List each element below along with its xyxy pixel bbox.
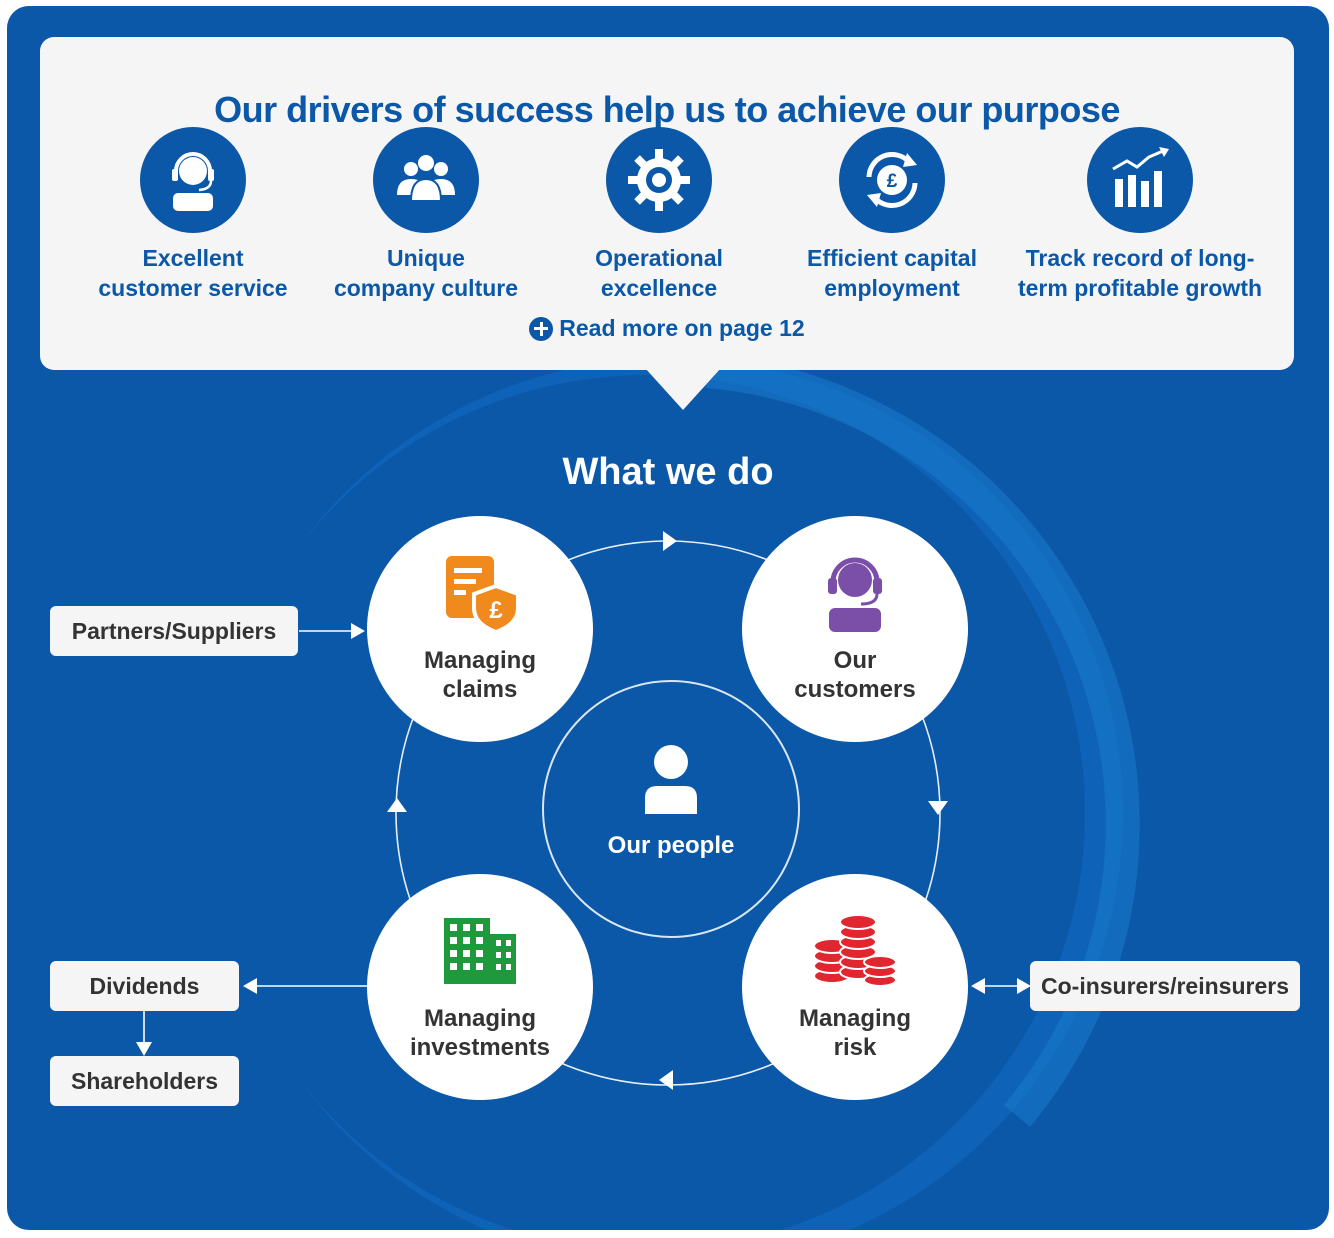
plus-circle-icon (529, 316, 554, 341)
read-more-link[interactable]: Read more on page 12 (40, 315, 1294, 347)
node-managing-investments: Managing investments (367, 874, 593, 1100)
partners-suppliers-box: Partners/Suppliers (50, 606, 298, 656)
driver-label: Excellent customer service (98, 245, 288, 301)
what-we-do-title: What we do (562, 451, 774, 493)
coinsurers-reinsurers-box: Co-insurers/reinsurers (1030, 961, 1300, 1011)
shareholders-arrow (136, 1042, 152, 1056)
flow-arrow-top (663, 531, 677, 551)
headset-agent-icon (140, 127, 246, 233)
driver-label: Operational excellence (595, 245, 723, 301)
driver-operational-excellence: Operational excellence (529, 127, 789, 303)
coin-stacks-icon (813, 914, 897, 987)
driver-customer-service: Excellent customer service (63, 127, 323, 303)
node-label: Managing investments (409, 1005, 551, 1061)
flow-arrow-right (928, 801, 948, 815)
dividends-box: Dividends (50, 961, 239, 1011)
partners-arrow (351, 623, 365, 639)
office-buildings-icon (444, 918, 516, 984)
flow-arrow-bottom (659, 1070, 673, 1090)
coinsurers-arrow-left (971, 978, 985, 994)
node-managing-risk: Managing risk (742, 874, 968, 1100)
gear-icon (606, 127, 712, 233)
drivers-card-pointer (645, 368, 721, 410)
coinsurers-arrow-right (1017, 978, 1031, 994)
flow-arrow-left (387, 798, 407, 812)
person-icon (645, 745, 697, 814)
dividends-arrow (243, 978, 257, 994)
node-label: Managing risk (799, 1005, 911, 1061)
drivers-title: Our drivers of success help us to achiev… (214, 89, 1120, 130)
driver-profitable-growth: Track record of long- term profitable gr… (1010, 127, 1270, 303)
our-people-center: Our people (542, 680, 800, 938)
svg-text:£: £ (489, 597, 503, 624)
customer-headset-icon (828, 557, 882, 632)
node-managing-claims: £ Managing claims (367, 516, 593, 742)
growth-chart-icon (1087, 127, 1193, 233)
driver-company-culture: Unique company culture (296, 127, 556, 303)
driver-capital-employment: £ Efficient capital employment (762, 127, 1022, 303)
drivers-card: Our drivers of success help us to achiev… (40, 37, 1294, 370)
pound-cycle-icon: £ (839, 127, 945, 233)
driver-label: Efficient capital employment (807, 245, 977, 301)
node-label: Managing claims (424, 647, 536, 703)
svg-text:£: £ (887, 171, 898, 192)
claims-document-pound-icon: £ (446, 556, 520, 632)
node-our-customers: Our customers (742, 516, 968, 742)
shareholders-box: Shareholders (50, 1056, 239, 1106)
driver-label: Track record of long- term profitable gr… (1017, 245, 1263, 301)
driver-label: Unique company culture (333, 245, 519, 301)
our-people-label: Our people (607, 832, 735, 859)
diagram-panel: Our drivers of success help us to achiev… (7, 6, 1329, 1230)
team-group-icon (373, 127, 479, 233)
node-label: Our customers (794, 647, 916, 703)
read-more-label: Read more on page 12 (559, 315, 805, 341)
